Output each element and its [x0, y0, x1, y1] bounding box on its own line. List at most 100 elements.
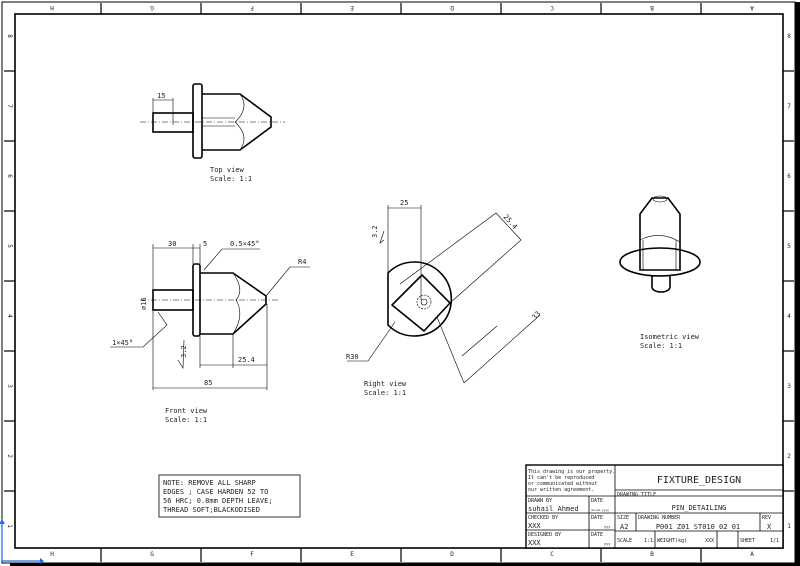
- date-label: DATE: [591, 532, 603, 538]
- zone-column-label: G: [150, 551, 154, 558]
- zone-row-label: 3: [787, 383, 791, 390]
- right-view: 25 3.2 25.4 33 R30 Right view Scale: 1:1: [346, 199, 542, 397]
- note-line: 56 HRC; 0.8mm DEPTH LEAVE;: [163, 497, 273, 505]
- scale: 1:1: [644, 538, 653, 544]
- zone-column-label: H: [50, 4, 54, 11]
- checked-by: XXX: [528, 522, 541, 530]
- dim-r30: R30: [346, 353, 359, 361]
- zone-column-label: F: [250, 551, 254, 558]
- dim-chamfer-0.5: 0.5×45°: [230, 240, 260, 248]
- zone-column-label: G: [150, 4, 154, 11]
- sheet: 1/1: [770, 538, 779, 544]
- company-name: FIXTURE_DESIGN: [657, 475, 741, 486]
- front-view: 30 5 0.5×45° R4 ⌀16 1×45° 3.2 25.4 85 Fr…: [110, 240, 310, 424]
- zone-row-label: 7: [6, 104, 13, 108]
- sheet-shadow-right: [795, 2, 800, 566]
- note-box: NOTE: REMOVE ALL SHARP EDGES ; CASE HARD…: [158, 474, 301, 518]
- zone-column-label: A: [750, 4, 754, 11]
- dim-5: 5: [203, 240, 207, 248]
- zone-row-label: 8: [787, 33, 791, 40]
- sheet-label: SHEET: [740, 538, 755, 544]
- date-value: yyy: [604, 542, 610, 546]
- date-value: yyy: [604, 525, 610, 529]
- right-view-scale: Scale: 1:1: [364, 389, 406, 397]
- weight-label: WEIGHT(kg): [657, 538, 687, 544]
- iso-view-label: Isometric view: [640, 333, 700, 341]
- zone-row-label: 8: [6, 34, 13, 38]
- drawing-title-label: DRAWING TITLE: [617, 492, 656, 498]
- zone-row-label: 7: [787, 103, 791, 110]
- zone-row-label: 6: [6, 174, 13, 178]
- dim-30: 30: [168, 240, 176, 248]
- zone-row-label: 5: [787, 243, 791, 250]
- zone-column-label: F: [250, 4, 254, 11]
- title-block-text: This drawing is our property. It can't b…: [528, 469, 779, 547]
- zone-row-label: 3: [6, 384, 13, 388]
- dim-25: 25: [400, 199, 408, 207]
- weight: XXX: [705, 538, 714, 544]
- designed-by: XXX: [528, 539, 541, 547]
- note-line: THREAD SOFT;BLACKODISED: [163, 506, 260, 514]
- title-block: [525, 464, 784, 549]
- zone-row-label: 2: [6, 454, 13, 458]
- drawing-number-label: DRAWING NUMBER: [638, 515, 681, 521]
- zone-row-label: 6: [787, 173, 791, 180]
- rev: X: [767, 523, 772, 531]
- checked-by-label: CHECKED BY: [528, 515, 558, 521]
- dim-chamfer-1: 1×45°: [112, 339, 133, 347]
- date-label: DATE: [591, 515, 603, 521]
- size-label: SIZE: [617, 515, 629, 521]
- dim-top-15: 15: [157, 92, 165, 100]
- property-note: our written agreement.: [528, 487, 594, 493]
- surface-finish-3.2: 3.2: [180, 345, 188, 358]
- isometric-view: Isometric view Scale: 1:1: [619, 195, 701, 350]
- zone-row-label: 4: [6, 314, 13, 318]
- iso-view-scale: Scale: 1:1: [640, 342, 682, 350]
- zone-column-label: E: [350, 4, 354, 11]
- zone-column-label: C: [550, 551, 554, 558]
- zone-column-label: A: [750, 551, 754, 558]
- drawing-title: PIN_DETAILING: [672, 504, 727, 512]
- axis-indicator: [0, 519, 44, 564]
- property-note: or communicated without: [528, 481, 597, 487]
- property-note: This drawing is our property.: [528, 469, 615, 475]
- zone-row-label: 1: [787, 523, 791, 530]
- date-value: dd-mm-yyyy: [591, 508, 609, 512]
- top-view-scale: Scale: 1:1: [210, 175, 252, 183]
- dim-diameter-16: ⌀16: [140, 297, 148, 310]
- scale-label: SCALE: [617, 538, 632, 544]
- dim-25.4: 25.4: [238, 356, 255, 364]
- property-note: It can't be reproduced: [528, 475, 594, 481]
- top-view: 15 Top view Scale: 1:1: [140, 83, 285, 183]
- drawing-number: P001 Z01 ST010 02 01: [656, 523, 740, 531]
- zone-row-label: 5: [6, 244, 13, 248]
- dim-85: 85: [204, 379, 212, 387]
- zone-row-label: 2: [787, 453, 791, 460]
- zone-column-label: B: [650, 551, 654, 558]
- zone-row-label: 1: [6, 524, 13, 528]
- dim-r4: R4: [298, 258, 306, 266]
- date-label: DATE: [591, 498, 603, 504]
- zone-column-label: E: [350, 551, 354, 558]
- right-view-label: Right view: [364, 380, 407, 388]
- zone-column-label: C: [550, 4, 554, 11]
- zone-column-label: H: [50, 551, 54, 558]
- surface-finish-3.2-right: 3.2: [371, 225, 379, 238]
- note-line: NOTE: REMOVE ALL SHARP: [163, 479, 256, 487]
- size: A2: [620, 523, 628, 531]
- note-line: EDGES ; CASE HARDEN 52 TO: [163, 488, 268, 496]
- front-view-label: Front view: [165, 407, 208, 415]
- top-view-label: Top view: [210, 166, 245, 174]
- front-view-scale: Scale: 1:1: [165, 416, 207, 424]
- zone-row-label: 4: [787, 313, 791, 320]
- sheet-shadow-bottom: [10, 563, 800, 566]
- designed-by-label: DESIGNED BY: [528, 532, 561, 538]
- zone-column-label: D: [450, 551, 454, 558]
- zone-column-label: D: [450, 4, 454, 11]
- zone-column-label: B: [650, 4, 654, 11]
- rev-label: REV: [762, 515, 771, 521]
- drawn-by-label: DRAWN BY: [528, 498, 552, 504]
- dim-33: 33: [531, 310, 543, 322]
